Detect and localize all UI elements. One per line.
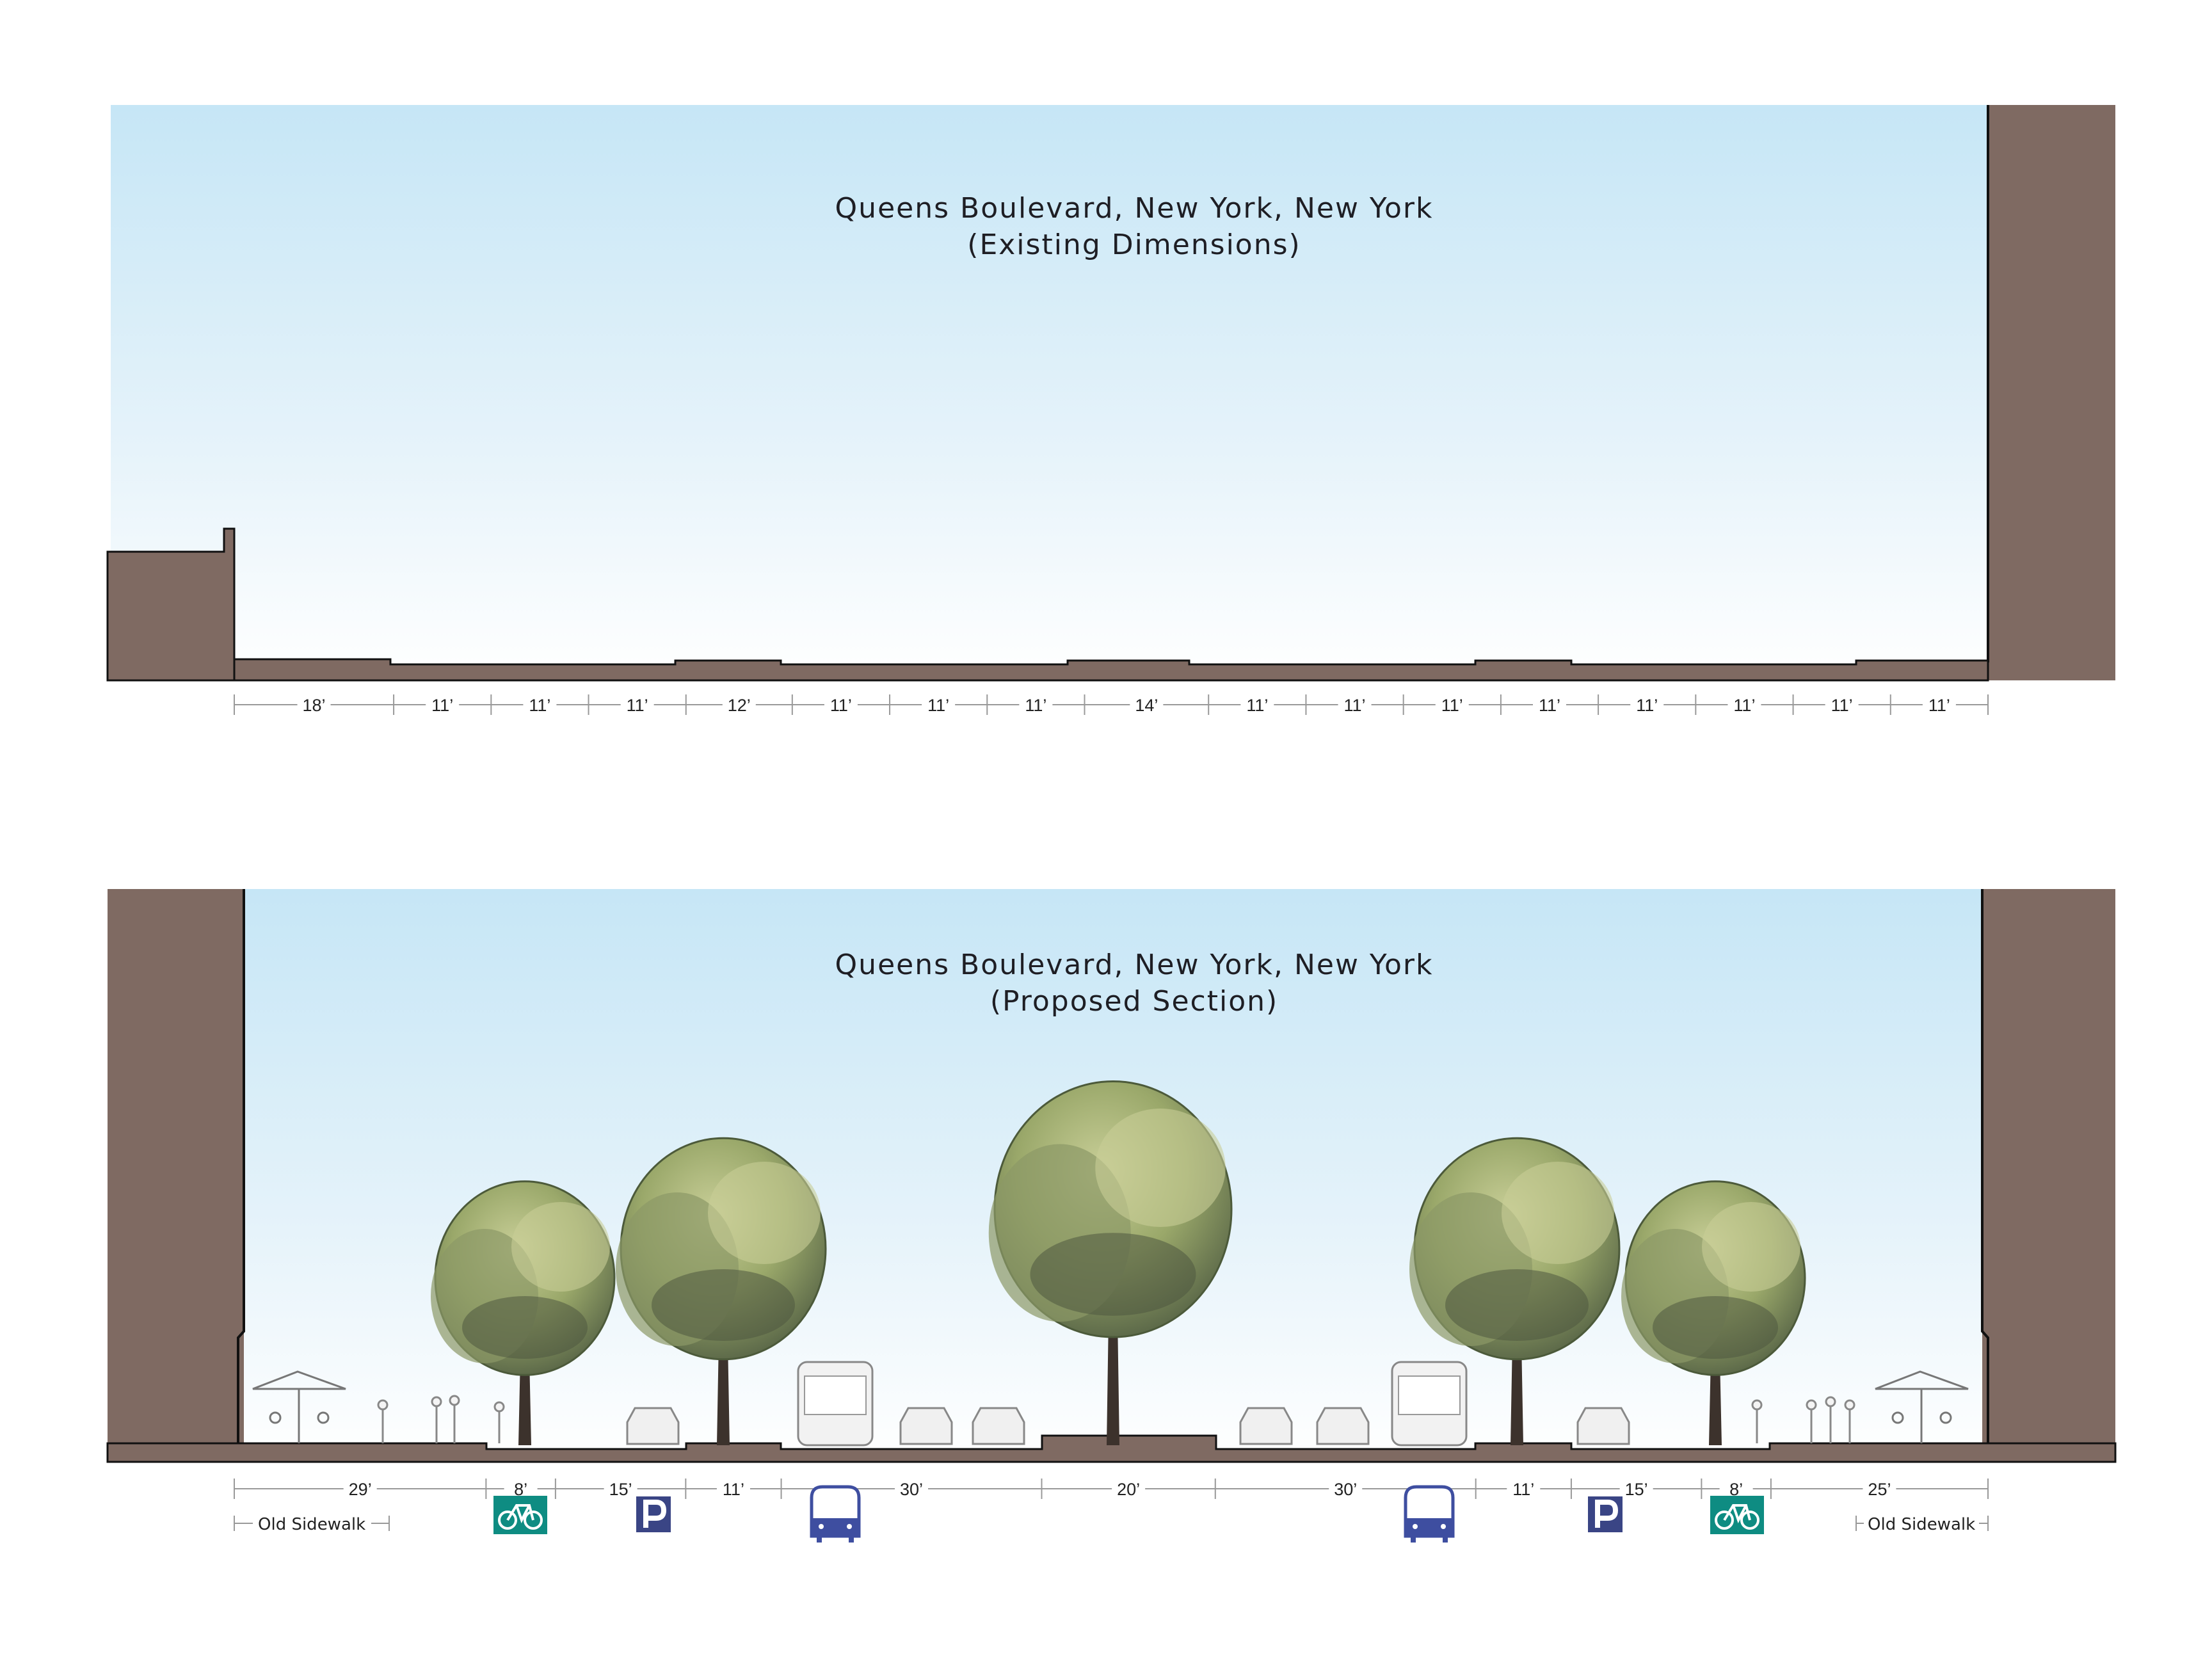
proposed-dimension-line: 29’ 8’ 15’ 11’ 30’ 20’ 30’ 11’ 15’ 8’ 25’ [234,1477,1989,1500]
bike-lane-icon [493,1496,547,1534]
bike-lane-icon [1710,1496,1764,1534]
dimension-label: 8’ [514,1480,527,1499]
dimension-label: 11’ [1733,696,1755,715]
tree [988,1080,1233,1445]
sky [111,105,1988,680]
cafe-umbrella-left [252,1370,346,1443]
vehicles [626,1361,1630,1447]
dimension-label: 11’ [1512,1480,1534,1499]
dimension-label: 11’ [1831,696,1853,715]
dimension-label: 15’ [1625,1480,1648,1499]
car [899,1407,953,1445]
dimension-label: 11’ [927,696,949,715]
existing-title: Queens Boulevard, New York, New York [835,192,1434,225]
dimension-label: 11’ [1025,696,1046,715]
dimension-label: 11’ [1246,696,1268,715]
ground-profile [233,658,1989,682]
dimension-label: 18’ [303,696,326,715]
left-building [106,527,236,682]
tree [616,1137,827,1445]
left-building [108,889,244,1462]
car [972,1407,1025,1445]
bus [797,1361,874,1447]
dimension-label: 11’ [1441,696,1463,715]
dimension-label: 11’ [1539,696,1560,715]
tree [1621,1180,1806,1445]
street-trees [431,1080,1806,1445]
dimension-label: 11’ [529,696,550,715]
car [1576,1407,1630,1445]
pedestrians [377,1395,1855,1443]
existing-dimension-line: 18’ 11’ 11’ 11’ 12’ 11’ 11’ 11’ 14’ 11’ 11’ 11’ 11’ 1… [234,693,1989,716]
dimension-label: 12’ [728,696,751,715]
dimension-label: 25’ [1868,1480,1891,1499]
bus-icon [1404,1485,1455,1543]
proposed-title: Queens Boulevard, New York, New York [835,949,1434,981]
dimension-label: 30’ [900,1480,923,1499]
car [1316,1407,1370,1445]
bus-icon [810,1485,861,1543]
old-sidewalk-right-label: Old Sidewalk [1855,1515,1989,1534]
existing-subtitle: (Existing Dimensions) [967,228,1301,261]
dimension-label: 11’ [431,696,453,715]
dimension-label: 29’ [349,1480,372,1499]
dimension-label: 15’ [609,1480,632,1499]
svg-text:Old Sidewalk: Old Sidewalk [1868,1515,1975,1534]
car [1239,1407,1293,1445]
ground-profile [106,1434,2117,1463]
tree [431,1180,616,1445]
dimension-label: 11’ [1344,696,1366,715]
dimension-label: 11’ [830,696,852,715]
existing-section: Queens Boulevard, New York, New York (Ex… [106,105,2115,716]
dimension-label: 11’ [723,1480,744,1499]
car [626,1407,680,1445]
tree [1409,1137,1621,1445]
dimension-label: 11’ [1928,696,1950,715]
cafe-umbrella-right [1875,1370,1969,1443]
old-sidewalk-left-label: Old Sidewalk [234,1515,390,1534]
right-building [1982,889,2115,1462]
parking-icon [636,1496,671,1532]
dimension-label: 20’ [1117,1480,1140,1499]
proposed-section: Queens Boulevard, New York, New York (Pr… [106,889,2117,1543]
proposed-subtitle: (Proposed Section) [990,985,1278,1018]
bus [1391,1361,1468,1447]
dimension-label: 30’ [1334,1480,1357,1499]
dimension-label: 14’ [1135,696,1158,715]
parking-icon [1588,1496,1623,1532]
dimension-label: 11’ [1636,696,1658,715]
dimension-label: 11’ [627,696,648,715]
right-building [1988,105,2115,680]
svg-text:Old Sidewalk: Old Sidewalk [258,1515,365,1534]
dimension-label: 8’ [1729,1480,1743,1499]
